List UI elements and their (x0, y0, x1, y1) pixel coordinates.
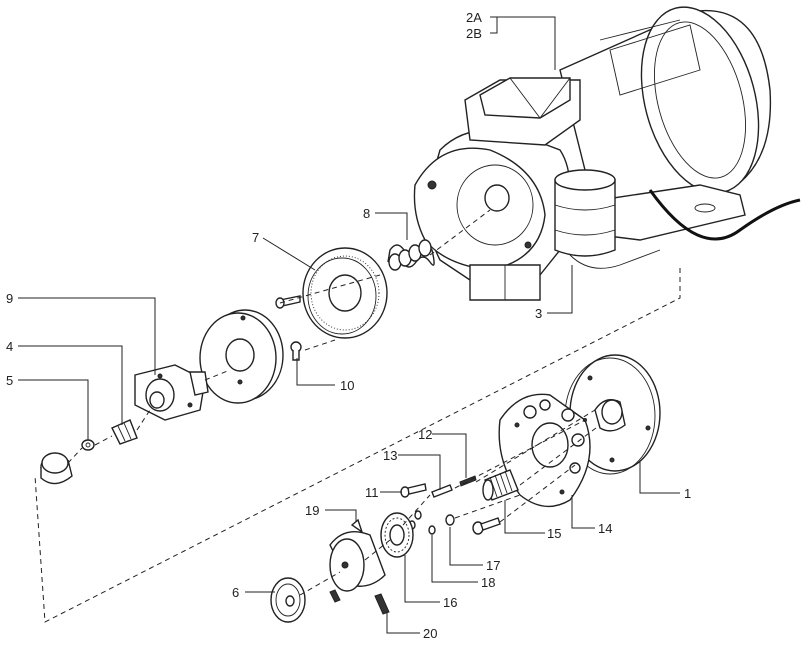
callout-labels: 2A 2B 8 7 3 9 4 5 10 12 13 11 1 19 15 14… (6, 10, 691, 641)
pin-20-part (329, 589, 390, 615)
callout-14: 14 (598, 521, 612, 536)
pin-12-part (459, 475, 477, 487)
callout-16: 16 (443, 595, 457, 610)
bearing-ring-part (380, 512, 414, 558)
pin-13-part (431, 484, 453, 498)
callout-7: 7 (252, 230, 259, 245)
callout-18: 18 (481, 575, 495, 590)
callout-2b: 2B (466, 26, 482, 41)
callout-3: 3 (535, 306, 542, 321)
callout-2a: 2A (466, 10, 482, 25)
callout-12: 12 (418, 427, 432, 442)
callout-6: 6 (232, 585, 239, 600)
callout-10: 10 (340, 378, 354, 393)
motor-assembly (413, 6, 801, 301)
screw-10-part (290, 341, 302, 361)
washer-part (81, 439, 95, 451)
callout-15: 15 (547, 526, 561, 541)
impeller-part (302, 247, 388, 339)
callout-17: 17 (486, 558, 500, 573)
adapter-part (134, 364, 209, 421)
callout-8: 8 (363, 206, 370, 221)
callout-13: 13 (383, 448, 397, 463)
port-plate-part (498, 393, 591, 508)
coupling-part (111, 419, 138, 445)
callout-5: 5 (6, 373, 13, 388)
rear-plate-part (564, 354, 661, 475)
screw-15-part (472, 517, 501, 535)
callout-4: 4 (6, 339, 13, 354)
screw-part (275, 295, 301, 309)
callout-19: 19 (305, 503, 319, 518)
end-cap-part (40, 452, 73, 485)
gasket-disk-part (270, 577, 306, 623)
seal-plate-part (199, 309, 284, 404)
gear-shaft-part (482, 469, 519, 501)
callout-1: 1 (684, 486, 691, 501)
screw-11-part (400, 483, 427, 498)
nut-17-part (445, 514, 455, 526)
callout-11: 11 (365, 485, 379, 500)
spring-part (387, 239, 435, 271)
leader-lines (18, 16, 680, 634)
callout-9: 9 (6, 291, 13, 306)
assembly-axes (34, 209, 681, 623)
callout-20: 20 (423, 626, 437, 641)
end-housing-part (329, 518, 386, 592)
